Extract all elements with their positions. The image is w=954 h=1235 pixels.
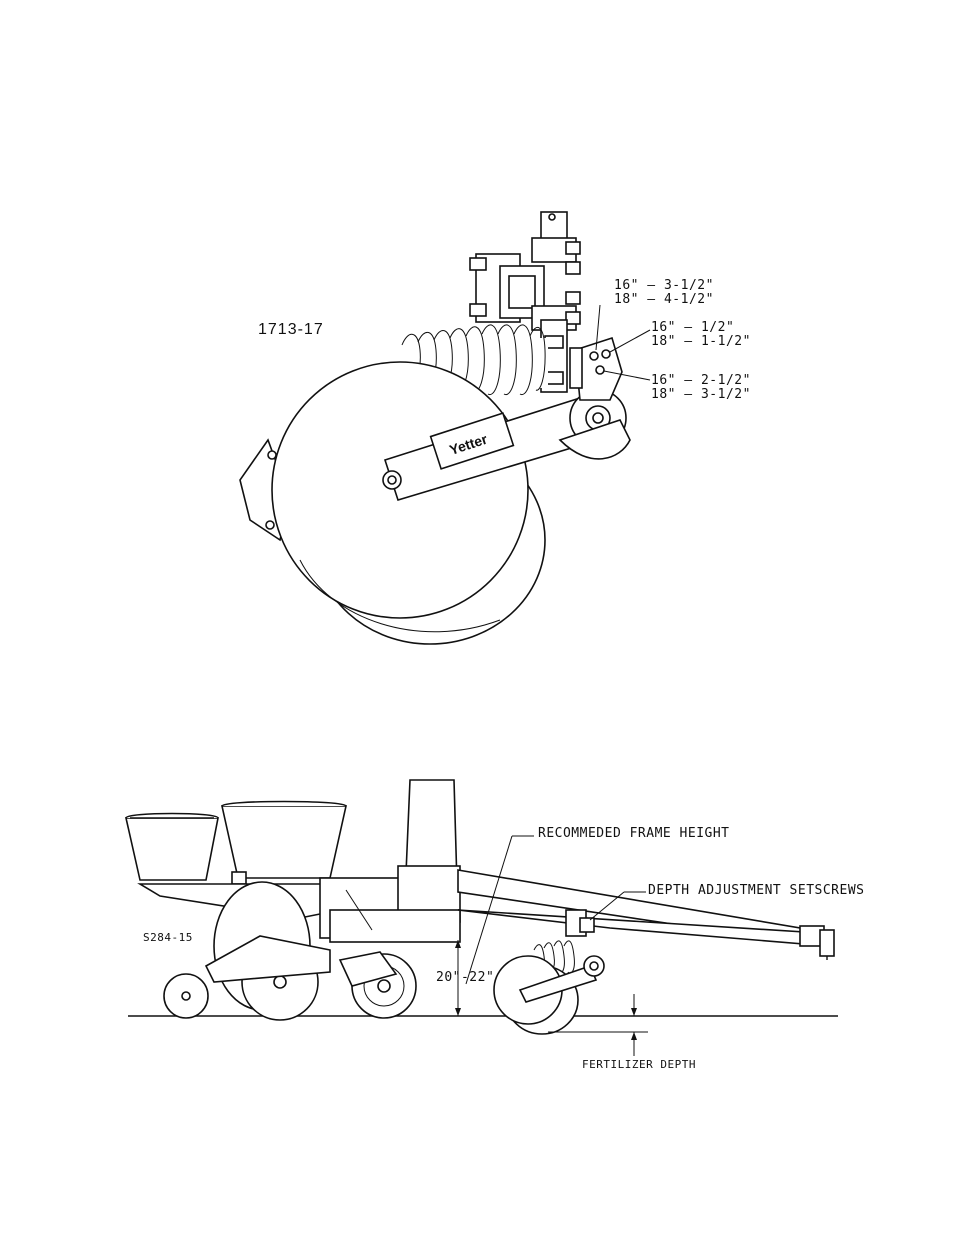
hopper-small	[126, 818, 218, 880]
hopper-large	[222, 806, 346, 878]
frame-height-range: 20"-22"	[436, 970, 494, 985]
frame-height-callout: RECOMMEDED FRAME HEIGHT	[538, 826, 730, 841]
bottom-part-number: S284-15	[143, 931, 193, 944]
fertilizer-depth-callout: FERTILIZER DEPTH	[582, 1058, 696, 1071]
setscrews-callout: DEPTH ADJUSTMENT SETSCREWS	[648, 883, 865, 898]
